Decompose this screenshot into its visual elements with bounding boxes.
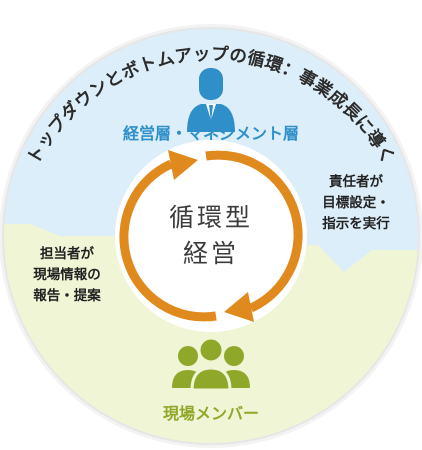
cycle-arrow-left <box>119 159 217 322</box>
top-region <box>3 28 419 272</box>
top-section-label: 経営層・マネジメント層 <box>123 124 299 143</box>
center-label-line-1: 循環型 <box>169 203 253 232</box>
businessman-icon <box>187 68 235 132</box>
top-section-description: 責任者が 目標設定・ 指示を実行 <box>322 173 390 232</box>
top-description-line-2: 目標設定・ <box>322 194 390 211</box>
cycle-arrow-right <box>205 150 303 313</box>
arrowhead-bottom <box>224 292 254 322</box>
bottom-section-description: 担当者が 現場情報の 報告・提案 <box>33 245 101 304</box>
top-description-line-1: 責任者が <box>329 173 383 190</box>
center-circle <box>115 140 307 332</box>
top-description-line-3: 指示を実行 <box>322 215 390 232</box>
bottom-description-line-2: 現場情報の <box>33 266 101 283</box>
center-label-line-2: 経営 <box>183 239 239 268</box>
bottom-description-line-3: 報告・提案 <box>33 287 101 304</box>
team-members-icon <box>172 336 250 392</box>
arrowhead-top <box>168 150 198 180</box>
bottom-description-line-1: 担当者が <box>40 245 94 262</box>
cycle-arrows <box>119 150 303 322</box>
bottom-section-label: 現場メンバー <box>163 404 259 423</box>
